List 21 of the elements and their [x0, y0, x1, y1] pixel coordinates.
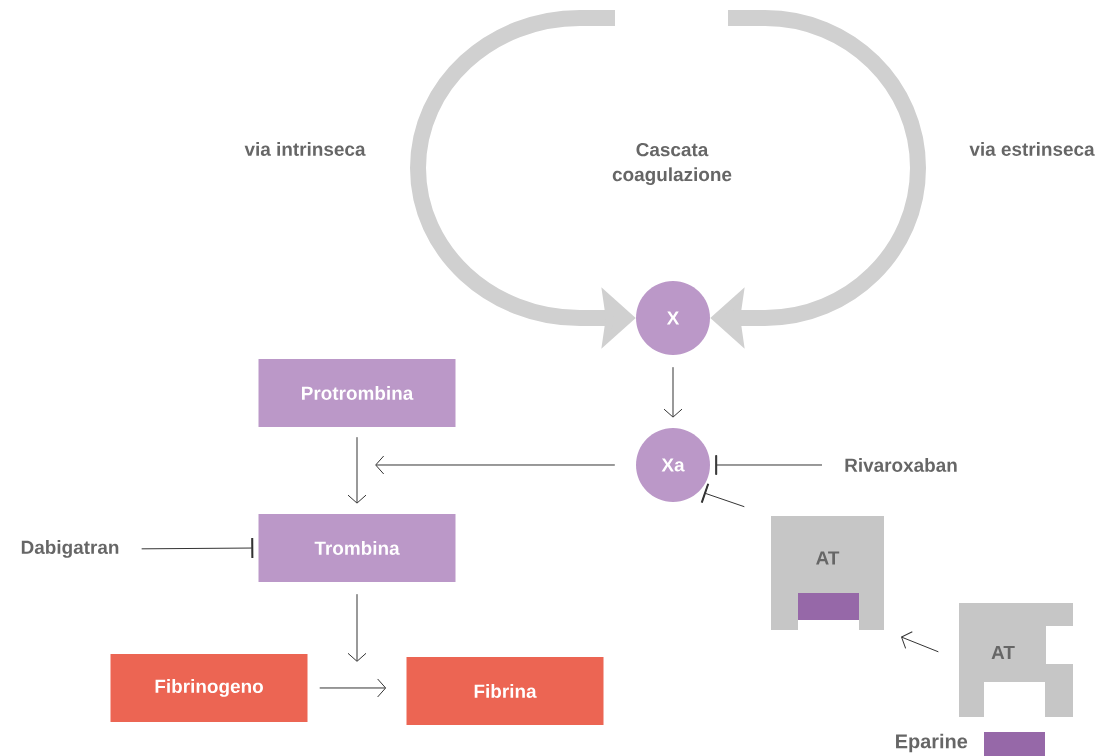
drug-label: Dabigatran: [21, 540, 119, 558]
arrow: [347, 436, 367, 504]
protein-box: Trombina: [258, 514, 456, 582]
arrow: [663, 366, 683, 418]
antithrombin-drawing: AT: [959, 603, 1073, 717]
legend-label: Eparine: [896, 733, 968, 753]
arrow: [901, 631, 939, 653]
arrow: [347, 593, 367, 662]
inhibition-line: [700, 483, 745, 508]
center-label: Cascata coagulazione: [612, 142, 732, 186]
protein-box: Fibrinogeno: [110, 654, 308, 722]
inhibition-line: [715, 455, 823, 475]
protein-box: Protrombina: [258, 359, 456, 427]
arrow: [319, 678, 387, 698]
arrow: [375, 455, 616, 475]
antithrombin-drawing: AT: [771, 516, 884, 630]
inhibition-line: [141, 538, 254, 559]
drug-label: Rivaroxaban: [845, 458, 957, 472]
edge-label: via intrinseca: [242, 140, 368, 158]
edge-label: via estrinseca: [967, 140, 1097, 158]
protein-box: Fibrina: [406, 657, 604, 725]
